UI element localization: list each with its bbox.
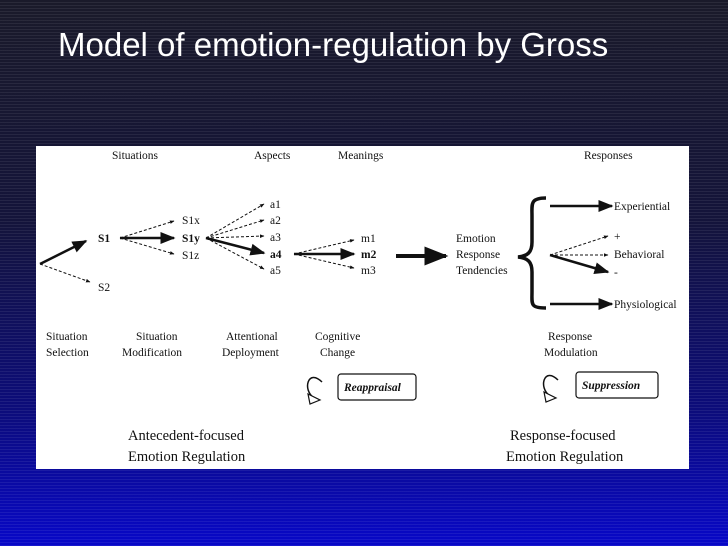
- label-minus: -: [614, 267, 618, 279]
- arrow-to-s1x: [119, 220, 175, 239]
- label-plus: +: [614, 231, 621, 243]
- slide-title: Model of emotion-regulation by Gross: [58, 26, 609, 63]
- group-antecedent-1: Antecedent-focused: [128, 428, 245, 444]
- label-m1: m1: [361, 233, 376, 245]
- label-m2: m2: [361, 249, 377, 261]
- header-situations: Situations: [112, 150, 159, 162]
- label-a1: a1: [270, 199, 281, 211]
- arrow-to-m1: [293, 239, 355, 255]
- label-a2: a2: [270, 215, 281, 227]
- stage-attentional-deployment-2: Deployment: [222, 347, 280, 359]
- label-emotion: Emotion: [456, 233, 496, 245]
- stage-response-modulation-2: Modulation: [544, 347, 598, 359]
- suppression-label: Suppression: [582, 380, 640, 392]
- arrow-to-a5: [205, 237, 265, 270]
- reappraisal-label: Reappraisal: [343, 382, 402, 394]
- suppression-box: [575, 371, 659, 399]
- arrow-to-minus: [549, 253, 610, 274]
- label-s1x: S1x: [182, 215, 200, 227]
- label-behavioral: Behavioral: [614, 249, 664, 261]
- label-s1y: S1y: [182, 233, 200, 245]
- stage-cognitive-change-2: Change: [320, 347, 355, 359]
- label-a4: a4: [270, 249, 282, 261]
- arrow-to-m3: [293, 253, 355, 269]
- stage-situation-modification-1: Situation: [136, 331, 178, 343]
- suppression-arrowhead-icon: [543, 390, 558, 403]
- group-response-1: Response-focused: [510, 428, 616, 444]
- gross-model-diagram: Situations Aspects Meanings Responses S1…: [39, 150, 677, 465]
- label-experiential: Experiential: [614, 201, 670, 213]
- label-m3: m3: [361, 265, 376, 277]
- stage-cognitive-change-1: Cognitive: [315, 331, 360, 343]
- stage-response-modulation-1: Response: [548, 331, 592, 343]
- arrow-to-a1: [205, 203, 265, 239]
- reappraisal-box: [337, 373, 417, 401]
- stage-situation-modification-2: Modification: [122, 347, 182, 359]
- stage-attentional-deployment-1: Attentional: [226, 331, 278, 343]
- diagram-panel: Situations Aspects Meanings Responses S1…: [36, 146, 689, 469]
- arrow-to-plus: [549, 235, 609, 256]
- reappraisal-arrowhead-icon: [307, 392, 322, 405]
- arrow-to-a4: [205, 236, 266, 256]
- arrow-to-s1z: [119, 237, 175, 255]
- label-response: Response: [456, 249, 500, 261]
- group-antecedent-2: Emotion Regulation: [128, 449, 246, 465]
- label-s1z: S1z: [182, 250, 199, 262]
- stage-situation-selection-2: Selection: [46, 347, 89, 359]
- arrow-to-a3: [205, 234, 265, 239]
- response-brace: [517, 196, 547, 310]
- group-response-2: Emotion Regulation: [506, 449, 624, 465]
- header-aspects: Aspects: [254, 150, 291, 162]
- header-responses: Responses: [584, 150, 633, 162]
- label-a3: a3: [270, 232, 281, 244]
- label-tendencies: Tendencies: [456, 265, 508, 277]
- label-s1: S1: [98, 233, 110, 245]
- arrow-to-a2: [205, 219, 265, 239]
- stage-situation-selection-1: Situation: [46, 331, 88, 343]
- label-s2: S2: [98, 282, 110, 294]
- arrow-to-s2: [39, 263, 91, 283]
- arrow-to-s1: [39, 239, 88, 266]
- label-a5: a5: [270, 265, 281, 277]
- label-physiological: Physiological: [614, 299, 677, 311]
- header-meanings: Meanings: [338, 150, 384, 162]
